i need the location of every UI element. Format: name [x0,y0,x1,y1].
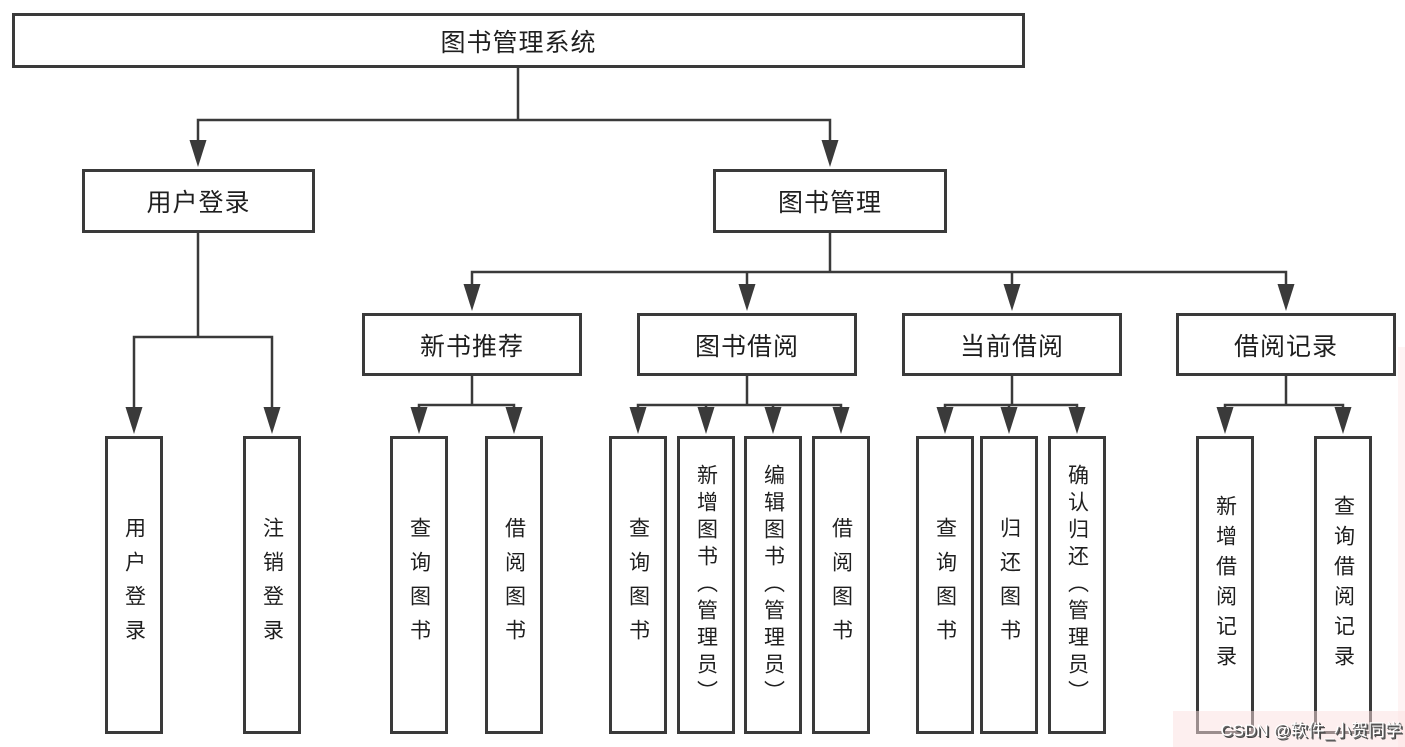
node-label: 确认归还（管理员） [1065,463,1089,707]
leaf-logout: 注销登录 [243,436,301,734]
leaf-current-return-book: 归还图书 [980,436,1038,734]
csdn-watermark: CSDN @软件_小贺同学 [1220,721,1402,740]
node-label: 当前借阅 [959,332,1064,361]
node-label: 借阅记录 [1233,332,1338,361]
leaf-borrow-edit-book-admin: 编辑图书（管理员） [744,436,802,734]
node-label: 图书管理 [777,189,882,217]
leaf-borrow-query-book: 查询图书 [609,436,667,734]
node-label: 查询图书 [407,517,431,653]
node-book-borrow: 图书借阅 [637,313,857,376]
node-label: 注销登录 [260,517,284,653]
node-library-management-system: 图书管理系统 [12,13,1025,68]
node-user-login: 用户登录 [82,169,315,233]
leaf-borrow-add-book-admin: 新增图书（管理员） [677,436,735,734]
node-label: 借阅图书 [502,517,526,653]
node-label: 查询图书 [933,517,957,653]
watermark-tint [1173,711,1405,747]
node-label: 新增图书（管理员） [694,463,718,707]
node-label: 编辑图书（管理员） [761,463,785,707]
leaf-user-login: 用户登录 [105,436,163,734]
node-label: 查询图书 [626,517,650,653]
leaf-records-add-record: 新增借阅记录 [1196,436,1254,734]
node-label: 借阅图书 [829,517,853,653]
page-edge-tint [1398,347,1405,747]
node-label: 用户登录 [122,517,146,653]
node-label: 新书推荐 [419,332,524,361]
node-current-borrow: 当前借阅 [902,313,1122,376]
node-label: 图书借阅 [694,332,799,361]
node-label: 查询借阅记录 [1331,495,1355,675]
node-label: 新增借阅记录 [1213,495,1237,675]
leaf-current-confirm-return-admin: 确认归还（管理员） [1048,436,1106,734]
leaf-current-query-book: 查询图书 [916,436,974,734]
node-new-book-recommend: 新书推荐 [362,313,582,376]
leaf-recommend-borrow-book: 借阅图书 [485,436,543,734]
node-book-management: 图书管理 [713,169,947,233]
leaf-recommend-query-book: 查询图书 [390,436,448,734]
node-label: 归还图书 [997,517,1021,653]
node-label: 图书管理系统 [440,28,597,57]
leaf-records-query-record: 查询借阅记录 [1314,436,1372,734]
node-borrow-records: 借阅记录 [1176,313,1396,376]
leaf-borrow-borrow-book: 借阅图书 [812,436,870,734]
node-label: 用户登录 [146,189,251,217]
